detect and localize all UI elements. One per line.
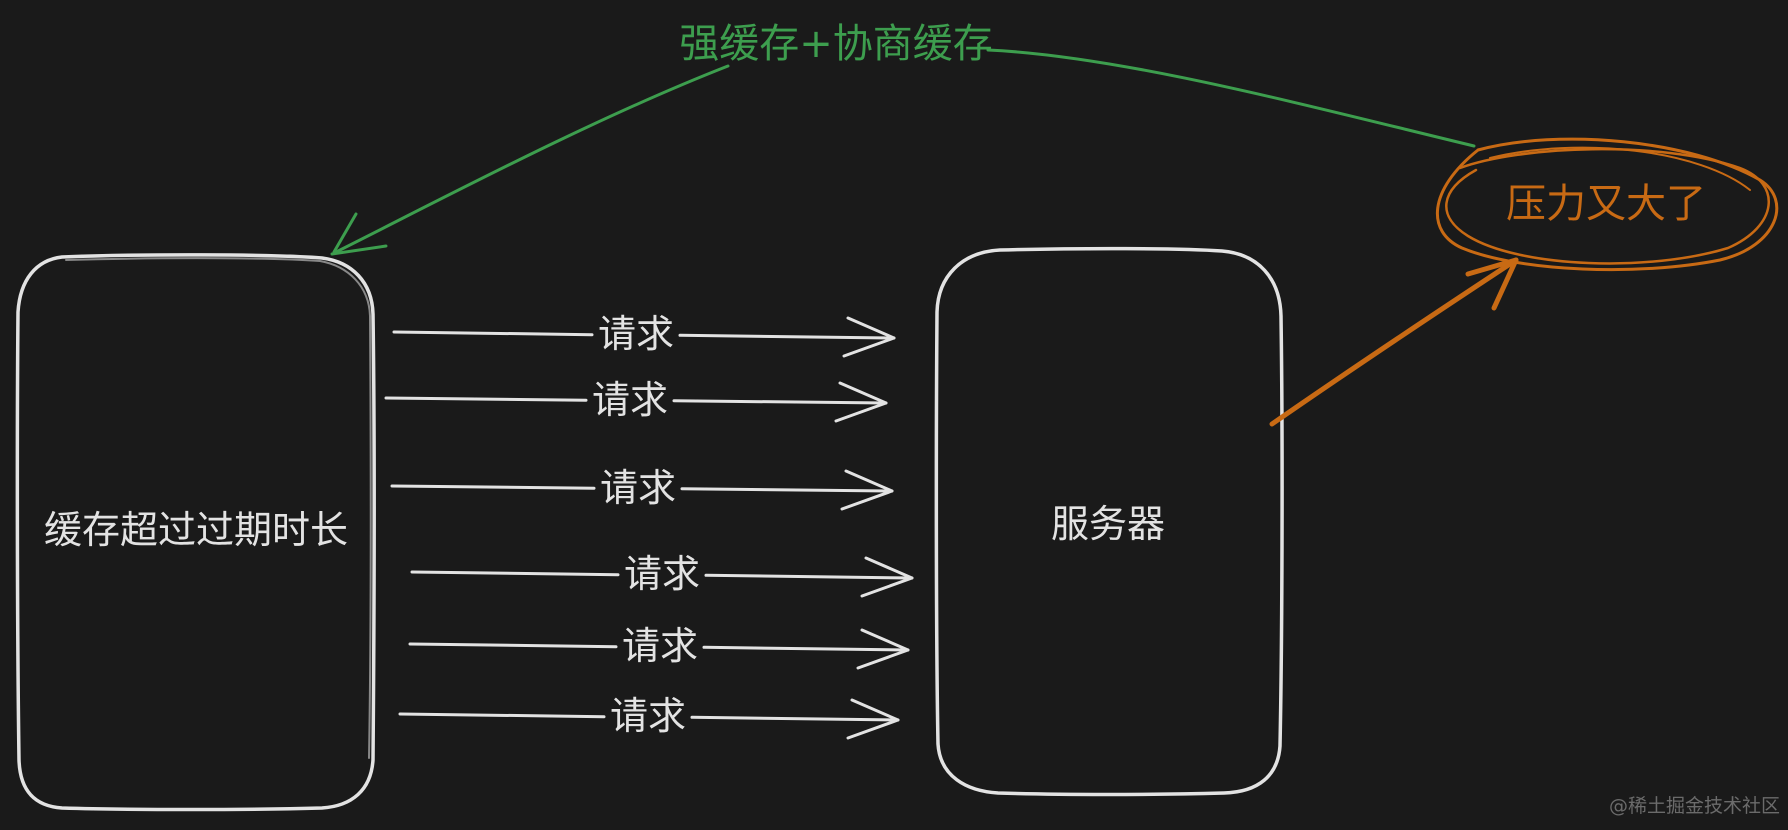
server-box-label: 服务器	[1051, 502, 1165, 546]
request-arrow-head	[860, 556, 914, 598]
request-arrow-head	[846, 698, 900, 740]
pressure-label: 压力又大了	[1506, 181, 1706, 227]
request-arrow: 请求	[390, 466, 894, 511]
request-arrow-line	[390, 484, 894, 493]
pressure-arrow	[1269, 257, 1519, 427]
watermark: @稀土掘金技术社区	[1609, 795, 1780, 817]
server-box: 服务器	[934, 246, 1284, 797]
cache-box: 缓存超过过期时长	[15, 253, 376, 812]
request-arrow-head	[856, 628, 910, 670]
request-arrow-line	[398, 712, 900, 722]
feedback-label: 强缓存+协商缓存	[679, 21, 993, 67]
request-label: 请求	[622, 624, 698, 668]
request-arrow: 请求	[398, 694, 900, 740]
request-arrow: 请求	[410, 552, 914, 598]
request-arrow-line	[392, 330, 896, 340]
request-arrow-head	[834, 381, 888, 423]
request-arrow: 请求	[384, 378, 888, 423]
request-arrow: 请求	[392, 312, 896, 358]
request-arrow-head	[842, 316, 896, 358]
request-label: 请求	[624, 552, 700, 596]
request-label: 请求	[610, 694, 686, 738]
request-arrow: 请求	[408, 624, 910, 670]
request-arrow-line	[384, 396, 888, 405]
request-arrow-head	[840, 469, 894, 511]
request-label: 请求	[592, 378, 668, 422]
request-label: 请求	[600, 466, 676, 510]
pressure-ellipse: 压力又大了	[1435, 137, 1779, 272]
request-arrow-line	[410, 570, 914, 580]
request-label: 请求	[598, 312, 674, 356]
feedback-arrow: 强缓存+协商缓存	[330, 21, 1476, 256]
cache-box-label: 缓存超过过期时长	[44, 508, 348, 552]
request-arrow-line	[408, 642, 910, 652]
